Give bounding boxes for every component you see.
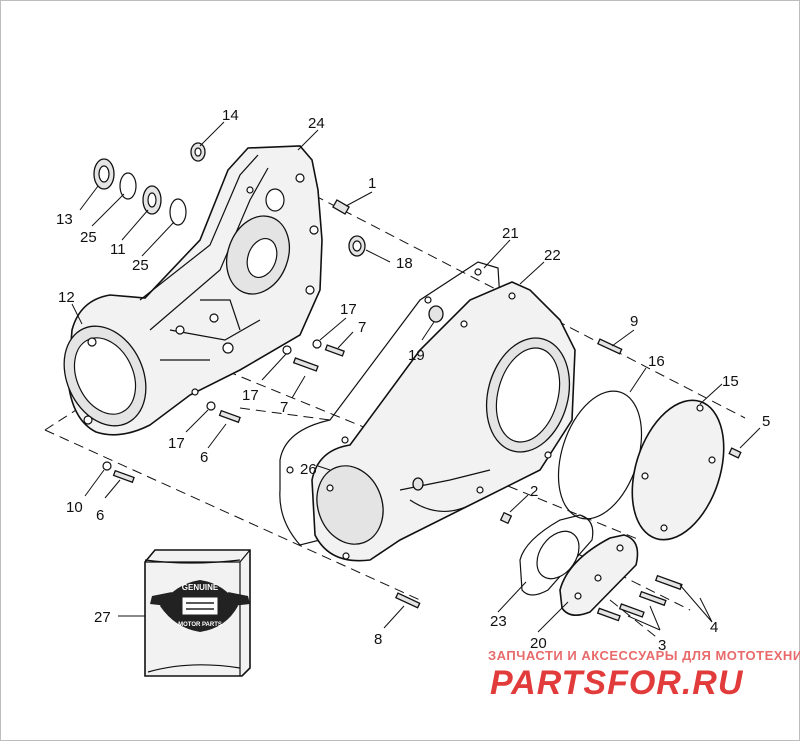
logo-bottom-text: MOTOR PARTS bbox=[178, 622, 222, 628]
callout-25-left: 25 bbox=[80, 229, 97, 246]
callout-1: 1 bbox=[368, 175, 376, 192]
callout-8: 8 bbox=[374, 631, 382, 648]
logo-top-text: GENUINE bbox=[182, 583, 219, 592]
callout-18: 18 bbox=[396, 255, 413, 272]
callout-17-middle: 17 bbox=[242, 387, 259, 404]
callout-7-lower: 7 bbox=[280, 399, 288, 416]
gasket-kit-box: GENUINE MOTOR PARTS bbox=[144, 549, 251, 677]
callout-6-upper: 6 bbox=[200, 449, 208, 466]
callout-17-lower: 17 bbox=[168, 435, 185, 452]
callout-14: 14 bbox=[222, 107, 239, 124]
callout-21: 21 bbox=[502, 225, 519, 242]
callout-15: 15 bbox=[722, 373, 739, 390]
callout-27: 27 bbox=[94, 609, 111, 626]
bearing-and-ring-stack bbox=[93, 142, 206, 226]
callout-22: 22 bbox=[544, 247, 561, 264]
callout-5: 5 bbox=[762, 413, 770, 430]
callout-4: 4 bbox=[710, 619, 718, 636]
callout-6-lower: 6 bbox=[96, 507, 104, 524]
leader-lines bbox=[71, 121, 761, 633]
watermark: ЗАПЧАСТИ И АКСЕССУАРЫ ДЛЯ МОТОТЕХНИКИ PA… bbox=[488, 648, 800, 702]
callout-19: 19 bbox=[408, 347, 425, 364]
callout-16: 16 bbox=[648, 353, 665, 370]
callout-17-upper: 17 bbox=[340, 301, 357, 318]
callout-24: 24 bbox=[308, 115, 325, 132]
genuine-motor-parts-logo: GENUINE MOTOR PARTS bbox=[150, 580, 250, 632]
inspection-cover bbox=[559, 534, 639, 616]
fasteners-left bbox=[102, 339, 345, 484]
callout-2: 2 bbox=[530, 483, 538, 500]
derby-cover bbox=[631, 399, 725, 541]
callout-13: 13 bbox=[56, 211, 73, 228]
inner-primary-housing bbox=[63, 145, 323, 436]
callout-11: 11 bbox=[110, 241, 126, 258]
callout-20: 20 bbox=[530, 635, 547, 652]
inspection-cover-screws bbox=[596, 574, 683, 622]
callout-labels: 1 2 3 4 5 6 6 7 7 8 9 10 11 12 13 14 15 … bbox=[56, 107, 770, 654]
callout-9: 9 bbox=[630, 313, 638, 330]
callout-26: 26 bbox=[300, 461, 317, 478]
inspection-cover-gasket bbox=[519, 514, 594, 596]
callout-10: 10 bbox=[66, 499, 83, 516]
fasteners-right bbox=[394, 338, 742, 609]
watermark-brand: PARTSFOR.RU bbox=[490, 664, 744, 702]
outer-primary-cover bbox=[311, 281, 576, 562]
callout-25-right: 25 bbox=[132, 257, 149, 274]
watermark-tagline: ЗАПЧАСТИ И АКСЕССУАРЫ ДЛЯ МОТОТЕХНИКИ bbox=[488, 648, 800, 663]
callout-7-upper: 7 bbox=[358, 319, 366, 336]
callout-3: 3 bbox=[658, 637, 666, 654]
dowel-and-seal bbox=[332, 199, 366, 257]
callout-12: 12 bbox=[58, 289, 75, 306]
callout-23: 23 bbox=[490, 613, 507, 630]
